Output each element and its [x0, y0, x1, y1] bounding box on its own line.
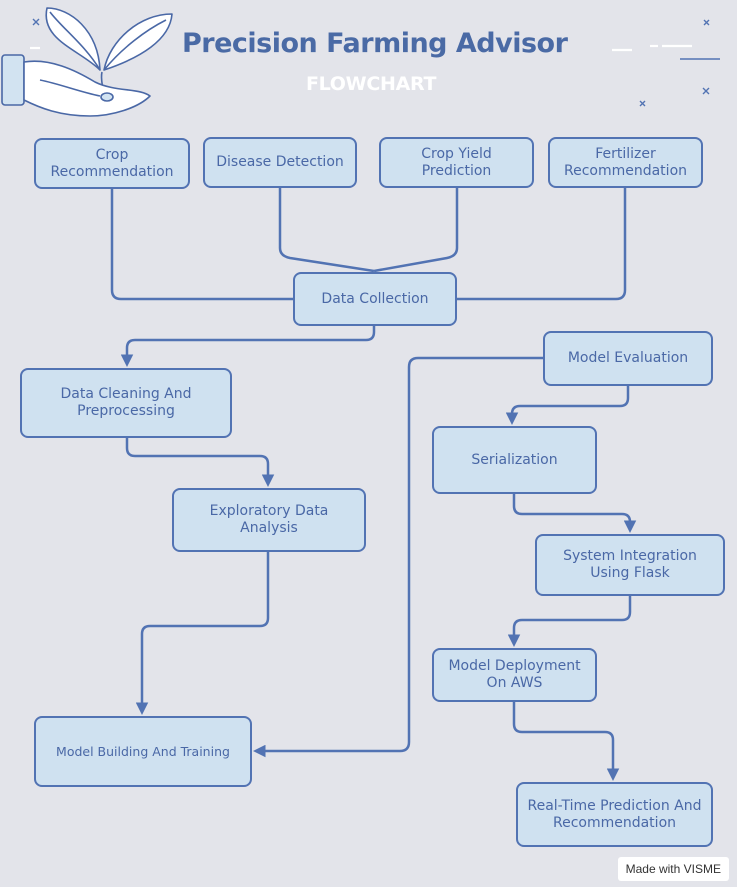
- page-title: Precision Farming Advisor: [182, 28, 568, 59]
- node-crop-yield-prediction: Crop Yield Prediction: [379, 137, 534, 188]
- sparkle-icon: [30, 18, 720, 107]
- node-model-evaluation: Model Evaluation: [543, 331, 713, 386]
- node-model-deployment: Model Deployment On AWS: [432, 648, 597, 702]
- node-serialization: Serialization: [432, 426, 597, 494]
- node-model-building: Model Building And Training: [34, 716, 252, 787]
- node-system-integration: System Integration Using Flask: [535, 534, 725, 596]
- node-data-cleaning: Data Cleaning And Preprocessing: [20, 368, 232, 438]
- page-subtitle: FLOWCHART: [306, 73, 437, 95]
- made-with-badge[interactable]: Made with VISME: [617, 857, 729, 881]
- node-crop-recommendation: Crop Recommendation: [34, 138, 190, 189]
- node-data-collection: Data Collection: [293, 272, 457, 326]
- hand-with-sprout-icon: [1, 7, 173, 117]
- node-exploratory-data-analysis: Exploratory Data Analysis: [172, 488, 366, 552]
- node-realtime-prediction: Real-Time Prediction And Recommendation: [516, 782, 713, 847]
- node-disease-detection: Disease Detection: [203, 137, 357, 188]
- node-fertilizer-recommendation: Fertilizer Recommendation: [548, 137, 703, 188]
